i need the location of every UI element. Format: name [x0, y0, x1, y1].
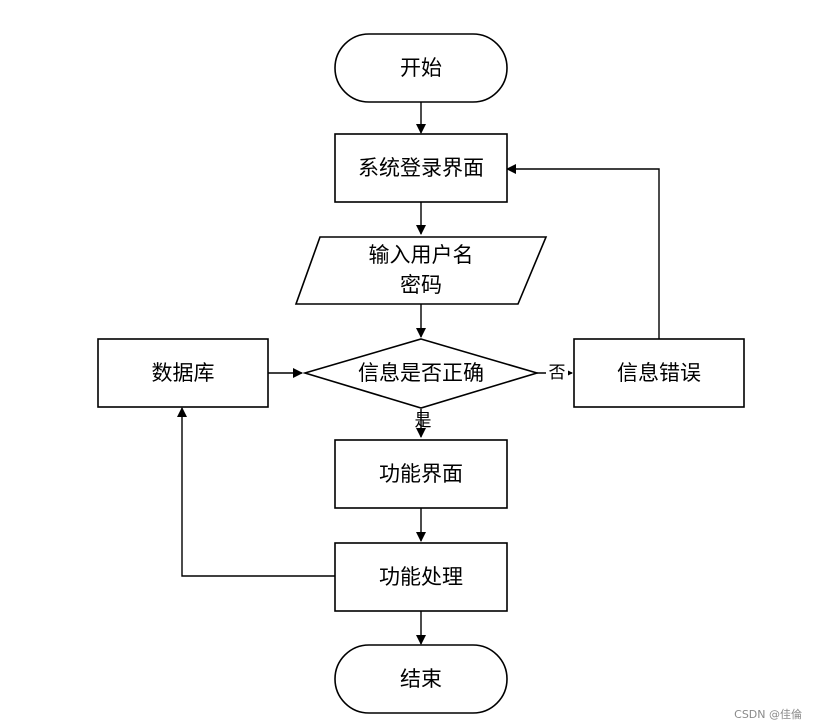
database-label: 数据库	[152, 361, 215, 385]
check-decision-diamond	[302, 338, 540, 409]
database-box	[97, 338, 269, 408]
check-label: 信息是否正确	[358, 361, 484, 385]
watermark: CSDN @佳倫	[734, 708, 802, 721]
edge-label-yes: 是	[415, 411, 432, 431]
function-ui-box	[334, 439, 508, 509]
processing-label: 功能处理	[379, 565, 463, 589]
start-terminal	[334, 33, 508, 103]
processing-box	[334, 542, 508, 612]
input-label-line1: 输入用户名	[369, 243, 474, 267]
input-label-line2: 密码	[400, 273, 442, 297]
function-ui-label: 功能界面	[379, 462, 463, 486]
end-terminal	[334, 644, 508, 714]
edge-error-to-login	[506, 164, 660, 339]
input-parallelogram	[294, 236, 548, 305]
edge-label-no: 否	[549, 363, 566, 383]
error-box	[573, 338, 745, 408]
edge-processing-to-database	[177, 407, 335, 577]
error-label: 信息错误	[617, 361, 701, 385]
start-label: 开始	[400, 56, 442, 80]
end-label: 结束	[400, 667, 442, 691]
login-process-box	[334, 133, 508, 203]
no-label-background	[546, 363, 568, 383]
login-label: 系统登录界面	[358, 156, 484, 180]
